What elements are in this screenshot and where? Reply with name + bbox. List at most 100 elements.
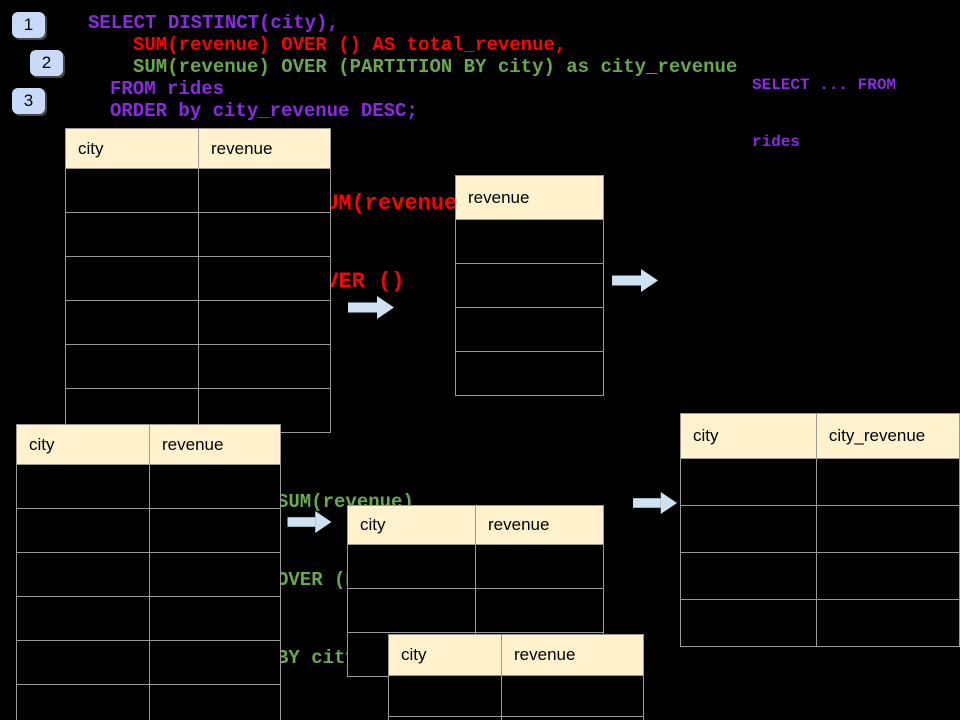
total-revenue-label: SUM(revenue) OVER () — [312, 139, 470, 347]
empty-cell — [16, 552, 150, 597]
column-header-revenue: revenue — [475, 505, 604, 545]
total-revenue-label-line-1: SUM(revenue) — [312, 191, 471, 216]
table-row — [16, 508, 281, 553]
column-header-city: city — [65, 128, 199, 169]
table-row — [347, 544, 604, 589]
step-badge-2: 2 — [30, 50, 63, 76]
empty-cell — [815, 458, 960, 506]
arrow-right-icon — [612, 269, 658, 292]
empty-cell — [680, 505, 817, 553]
header-row: city city_revenue — [680, 413, 960, 459]
empty-cell — [16, 508, 150, 553]
empty-cell — [680, 552, 817, 600]
table-row — [455, 351, 604, 396]
column-header-city-revenue: city_revenue — [815, 413, 960, 459]
sql-line-from: FROM rides — [110, 78, 225, 100]
table-row — [65, 344, 331, 389]
empty-cell — [455, 307, 604, 352]
empty-cell — [198, 344, 331, 389]
sql-line-select: SELECT DISTINCT(city), — [88, 12, 339, 34]
empty-cell — [347, 588, 476, 633]
total-revenue-table: revenue — [455, 175, 604, 396]
table-row — [16, 640, 281, 685]
table-row — [16, 684, 281, 720]
step-badge-1-label: 1 — [23, 15, 34, 34]
table-row — [16, 596, 281, 641]
table-row — [65, 300, 331, 345]
header-row: city revenue — [65, 128, 331, 169]
header-row: city revenue — [388, 634, 644, 676]
table-row — [680, 458, 960, 506]
step-badge-1: 1 — [12, 12, 45, 38]
empty-cell — [815, 599, 960, 647]
table-body — [16, 464, 281, 720]
arrow-right-icon — [287, 511, 332, 533]
city-revenue-result-table: city city_revenue — [680, 413, 960, 647]
empty-cell — [680, 599, 817, 647]
table-row — [680, 552, 960, 600]
table-body — [388, 675, 644, 720]
empty-cell — [198, 300, 331, 345]
column-header-revenue: revenue — [501, 634, 644, 676]
table-body — [65, 168, 331, 433]
table-row — [65, 256, 331, 301]
column-header-city: city — [16, 424, 150, 465]
table-body — [455, 219, 604, 396]
sql-line-order-by: ORDER by city_revenue DESC; — [110, 100, 418, 122]
empty-cell — [388, 675, 502, 717]
side-note-line-1: SELECT ... FROM — [752, 76, 897, 94]
empty-cell — [65, 344, 199, 389]
empty-cell — [149, 508, 281, 553]
table-body — [680, 458, 960, 647]
empty-cell — [16, 596, 150, 641]
empty-cell — [475, 588, 604, 633]
sql-line-total-sum: SUM(revenue) OVER () AS total_revenue, — [133, 34, 567, 56]
table-row — [347, 588, 604, 633]
empty-cell — [149, 640, 281, 685]
arrow-right-icon — [632, 492, 678, 514]
column-header-revenue: revenue — [455, 175, 604, 220]
side-note-line-2: rides — [752, 133, 801, 151]
column-header-city: city — [680, 413, 817, 459]
table-row — [65, 212, 331, 257]
empty-cell — [475, 544, 604, 589]
step-badge-3-label: 3 — [23, 91, 34, 110]
partition-table-front: city revenue — [388, 634, 644, 720]
table-row — [455, 263, 604, 308]
table-row — [388, 716, 644, 720]
table-row — [455, 219, 604, 264]
header-row: city revenue — [347, 505, 604, 545]
table-row — [388, 675, 644, 717]
empty-cell — [198, 212, 331, 257]
empty-cell — [65, 168, 199, 213]
empty-cell — [388, 716, 502, 720]
table-row — [65, 168, 331, 213]
empty-cell — [65, 212, 199, 257]
column-header-revenue: revenue — [198, 128, 331, 169]
table-row — [16, 464, 281, 509]
empty-cell — [501, 716, 644, 720]
sql-line-partition-sum: SUM(revenue) OVER (PARTITION BY city) as… — [133, 56, 738, 78]
header-row: city revenue — [16, 424, 281, 465]
empty-cell — [455, 219, 604, 264]
column-header-city: city — [347, 505, 476, 545]
empty-cell — [16, 684, 150, 720]
table-row — [455, 307, 604, 352]
step-badge-2-label: 2 — [41, 53, 52, 72]
empty-cell — [198, 256, 331, 301]
empty-cell — [149, 464, 281, 509]
empty-cell — [455, 351, 604, 396]
empty-cell — [815, 505, 960, 553]
empty-cell — [65, 256, 199, 301]
column-header-revenue: revenue — [149, 424, 281, 465]
source-table-bottom: city revenue — [16, 424, 281, 720]
table-row — [680, 599, 960, 647]
source-table-top: city revenue — [65, 128, 331, 433]
table-row — [680, 505, 960, 553]
empty-cell — [16, 464, 150, 509]
empty-cell — [501, 675, 644, 717]
empty-cell — [149, 684, 281, 720]
table-row — [16, 552, 281, 597]
empty-cell — [198, 168, 331, 213]
